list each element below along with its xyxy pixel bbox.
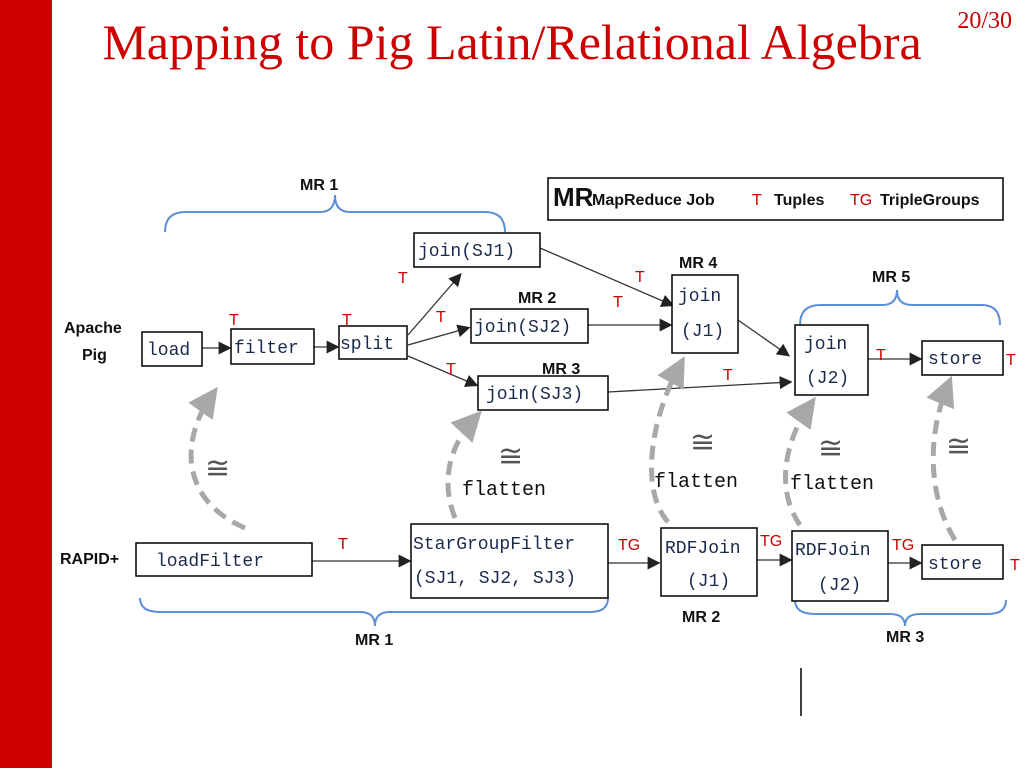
edge-label-t: T [876,347,886,364]
mapping-arrow [783,396,816,527]
svg-text:join(SJ3): join(SJ3) [486,385,583,405]
svg-text:RDFJoin: RDFJoin [795,541,871,561]
svg-text:(J2): (J2) [806,369,849,389]
row-label-pig-2: Pig [82,347,107,364]
pig-node-join-j2: join (J2) [794,324,869,396]
mr-label: MR 2 [518,290,556,307]
edge-label-tg: TG [760,533,782,550]
edge-label-t: T [1006,352,1016,369]
svg-text:load: load [147,341,190,361]
edge-split-sj1 [407,273,462,336]
row-label-rapid: RAPID+ [60,551,119,568]
sidebar-bar [0,0,52,768]
svg-text:(J2): (J2) [818,576,861,596]
edge-label-t: T [613,294,623,311]
pig-node-join-j1: join (J1) [671,274,739,354]
legend: MR MapReduce Job T Tuples TG TripleGroup… [547,177,1004,221]
brace-pig-mr5 [799,289,1001,326]
edge-split-sj3 [407,355,479,387]
legend-t-desc: Tuples [774,192,824,209]
mapping-arrow [926,375,958,542]
mr-label: MR 1 [355,632,393,649]
brace-pig-mr1 [164,194,506,233]
rapid-node-stargroupfilter: StarGroupFilter (SJ1, SJ2, SJ3) [410,523,609,599]
edge-label-tg: TG [618,537,640,554]
rapid-node-rdfjoin-j2: RDFJoin (J2) [791,530,889,602]
svg-text:join(SJ2): join(SJ2) [474,318,571,338]
pig-node-join-sj1: join(SJ1) [413,232,541,268]
edge-split-sj2 [407,324,471,346]
mr-label: MR 4 [679,255,717,272]
brace-rapid-mr3 [794,599,1007,627]
rapid-node-rdfjoin-j1: RDFJoin (J1) [660,527,758,597]
svg-text:StarGroupFilter: StarGroupFilter [413,535,575,555]
equiv-symbol: ≅ [498,439,523,474]
edge-label-t: T [1010,557,1020,574]
edge-sj1-j1 [539,247,675,307]
svg-text:join: join [804,335,847,355]
legend-tg-desc: TripleGroups [880,192,980,209]
svg-text:(SJ1, SJ2, SJ3): (SJ1, SJ2, SJ3) [414,569,576,589]
edge-label-t: T [446,361,456,378]
edge-label-t: T [229,312,239,329]
flatten-label: flatten [462,479,546,502]
legend-box [547,177,1004,221]
edge-j1-j2 [737,319,791,357]
mapping-arrow [445,410,482,519]
rapid-node-loadfilter: loadFilter [135,542,313,577]
legend-tg: TG [850,192,872,209]
edge-sj3-j2 [607,376,793,393]
equiv-symbol: ≅ [690,425,715,460]
svg-text:store: store [928,555,982,575]
pig-node-store: store [921,340,1004,376]
mr-label: MR 5 [872,269,910,286]
brace-rapid-mr1 [139,597,609,627]
edge-label-tg: TG [892,537,914,554]
page-number: 20/30 [957,8,1012,34]
mr-label: MR 3 [542,361,580,378]
legend-mr-desc: MapReduce Job [592,192,715,209]
pig-node-join-sj3: join(SJ3) [477,375,609,411]
edge-label-t: T [436,309,446,326]
svg-text:(J1): (J1) [687,572,730,592]
pig-node-join-sj2: join(SJ2) [470,308,589,344]
slide-title: Mapping to Pig Latin/Relational Algebra [102,14,922,70]
mr-label: MR 1 [300,177,338,194]
svg-text:join: join [678,287,721,307]
edge-label-t: T [723,367,733,384]
mapping-arrow [188,386,246,531]
mr-label: MR 2 [682,609,720,626]
svg-text:RDFJoin: RDFJoin [665,539,741,559]
edge-label-t: T [342,312,352,329]
row-label-pig-1: Apache [64,320,122,337]
edge-label-t: T [338,536,348,553]
pig-node-load: load [141,331,203,367]
rapid-node-store: store [921,544,1004,580]
svg-text:split: split [340,335,394,355]
svg-text:loadFilter: loadFilter [156,552,264,572]
edge-label-t: T [398,270,408,287]
svg-text:(J1): (J1) [681,322,724,342]
legend-t: T [752,192,762,209]
edge-label-t: T [635,269,645,286]
svg-text:store: store [928,350,982,370]
equiv-symbol: ≅ [205,451,230,486]
pig-node-filter: filter [230,328,315,365]
svg-text:filter: filter [234,339,299,359]
legend-mr: MR [553,182,594,212]
equiv-symbol: ≅ [818,431,843,466]
mr-label: MR 3 [886,629,924,646]
svg-text:join(SJ1): join(SJ1) [418,242,515,262]
pig-node-split: split [338,325,408,360]
flatten-label: flatten [790,473,874,496]
flatten-label: flatten [654,471,738,494]
equiv-symbol: ≅ [946,429,971,464]
mapping-arrow [649,356,685,524]
